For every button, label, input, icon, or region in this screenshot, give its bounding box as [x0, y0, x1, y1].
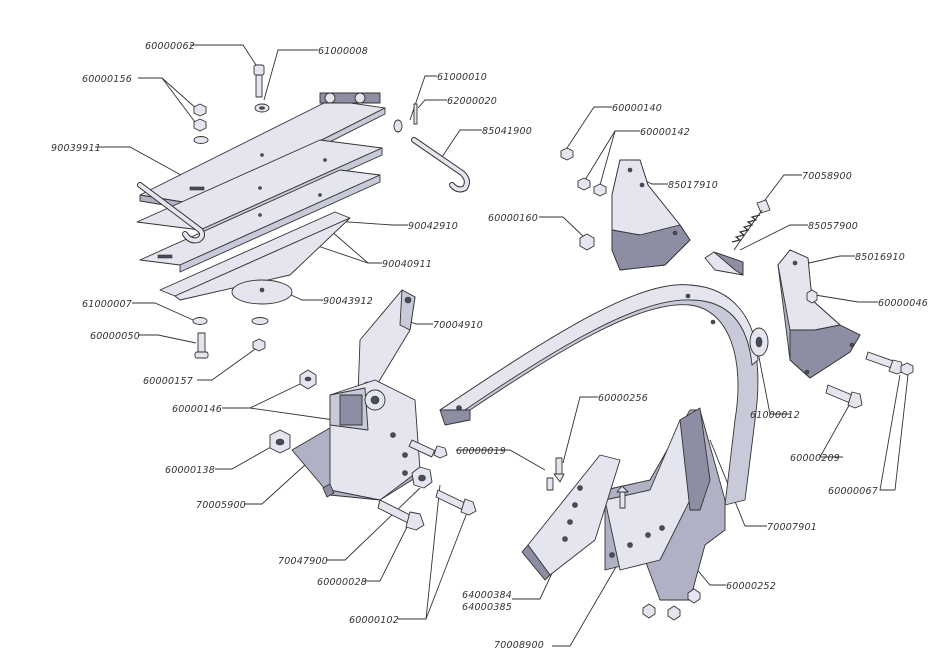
plate-90043912 — [159, 211, 351, 305]
label-70047900: 70047900 — [278, 556, 328, 567]
hinge-bolt-60000062 — [253, 64, 265, 98]
nut-60000156 — [193, 103, 209, 144]
pin-62000020 — [413, 103, 418, 125]
label-90043912: 90043912 — [323, 296, 373, 307]
point-70008900 — [604, 407, 726, 601]
nut-60000140 — [560, 147, 574, 161]
bolt-60000252 — [616, 485, 629, 509]
label-85057900: 85057900 — [808, 221, 858, 232]
washer-61000012 — [749, 327, 769, 357]
label-90042910: 90042910 — [408, 221, 458, 232]
label-60000062: 60000062 — [145, 41, 195, 52]
label-60000256: 60000256 — [598, 393, 648, 404]
nut-60000138 — [269, 429, 291, 454]
label-62000020: 62000020 — [447, 96, 497, 107]
label-61000010: 61000010 — [437, 72, 487, 83]
label-60000067: 60000067 — [828, 486, 878, 497]
nuts-bottom — [642, 588, 701, 621]
label-60000050: 60000050 — [90, 331, 140, 342]
bracket-85016910 — [777, 249, 861, 379]
clip-85057900 — [704, 251, 744, 276]
label-60000028: 60000028 — [317, 577, 367, 588]
label-70058900: 70058900 — [802, 171, 852, 182]
bolt-60000256 — [546, 457, 565, 491]
label-90040911: 90040911 — [382, 259, 432, 270]
label-64000384: 64000384 — [462, 590, 512, 601]
label-85016910: 85016910 — [855, 252, 905, 263]
label-60000138: 60000138 — [165, 465, 215, 476]
washer-61000008 — [254, 103, 270, 113]
label-60000142: 60000142 — [640, 127, 690, 138]
label-60000019: 60000019 — [456, 446, 506, 457]
label-64000385: 64000385 — [462, 602, 512, 613]
label-60000146: 60000146 — [172, 404, 222, 415]
bolt-60000019-left — [408, 439, 448, 459]
label-61000007: 61000007 — [82, 299, 132, 310]
bolt-60000028 — [377, 499, 425, 531]
washer-61000010 — [393, 119, 403, 133]
spring-bolt-70058900 — [731, 199, 771, 251]
label-70007901: 70007901 — [767, 522, 817, 533]
label-60000160: 60000160 — [488, 213, 538, 224]
bolt-60000102 — [435, 489, 477, 516]
label-61000012: 61000012 — [750, 410, 800, 421]
label-60000157: 60000157 — [143, 376, 193, 387]
shank-70007901 — [439, 284, 759, 506]
label-60000102: 60000102 — [349, 615, 399, 626]
label-70005900: 70005900 — [196, 500, 246, 511]
label-60000140: 60000140 — [612, 103, 662, 114]
label-60000156: 60000156 — [82, 74, 132, 85]
bolts-60000067 — [865, 351, 914, 376]
nut-60000146 — [299, 369, 317, 390]
nut-70047900 — [411, 466, 433, 489]
label-60000252: 60000252 — [726, 581, 776, 592]
bracket-85017910 — [611, 159, 691, 271]
label-61000008: 61000008 — [318, 46, 368, 57]
bracket-70005900 — [291, 379, 421, 501]
label-85041900: 85041900 — [482, 126, 532, 137]
label-60000046: 60000046 — [878, 298, 928, 309]
nuts-60000142 — [577, 177, 607, 197]
label-70004910: 70004910 — [433, 320, 483, 331]
label-60000209: 60000209 — [790, 453, 840, 464]
arm-70004910 — [357, 289, 416, 396]
blade-64000384 — [521, 454, 621, 581]
washer-61000007 — [192, 317, 208, 325]
label-70008900: 70008900 — [494, 640, 544, 651]
bolt-60000050 — [194, 332, 209, 359]
hinge-rod-85041900 — [137, 137, 470, 244]
label-90039911: 90039911 — [51, 143, 101, 154]
bolt-60000046 — [806, 289, 818, 304]
nut-60000157 — [251, 317, 269, 352]
nut-60000160 — [579, 233, 595, 251]
part-labels: 60000062 61000008 60000156 61000010 6200… — [51, 41, 928, 651]
label-85017910: 85017910 — [668, 180, 718, 191]
bolt-60000209 — [825, 384, 863, 409]
